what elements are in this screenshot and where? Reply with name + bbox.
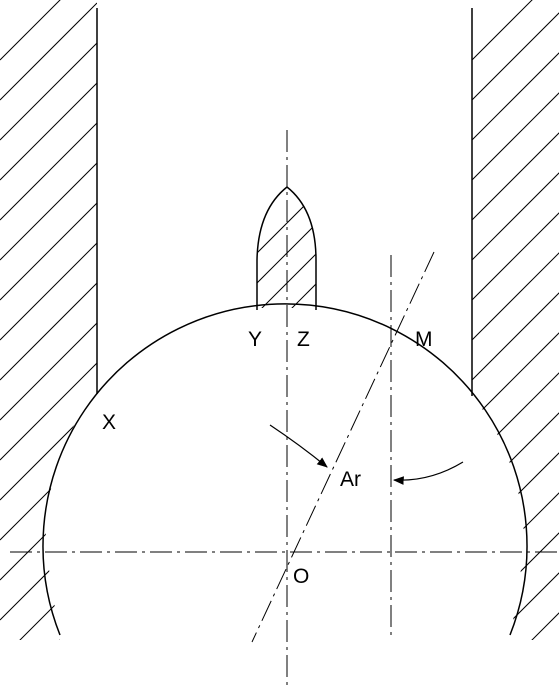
label-y: Y xyxy=(248,328,262,351)
ball-outline xyxy=(42,303,528,636)
label-ar: Ar xyxy=(340,468,361,491)
label-x: X xyxy=(102,411,116,434)
label-o: O xyxy=(293,565,309,588)
label-z: Z xyxy=(297,328,310,351)
left-wall-mask xyxy=(45,390,97,640)
inclined-line xyxy=(251,251,435,643)
angle-arrow-left xyxy=(269,424,328,468)
label-m: M xyxy=(415,328,433,351)
angle-arrow-right xyxy=(392,461,464,485)
right-wall-mask xyxy=(472,395,525,640)
